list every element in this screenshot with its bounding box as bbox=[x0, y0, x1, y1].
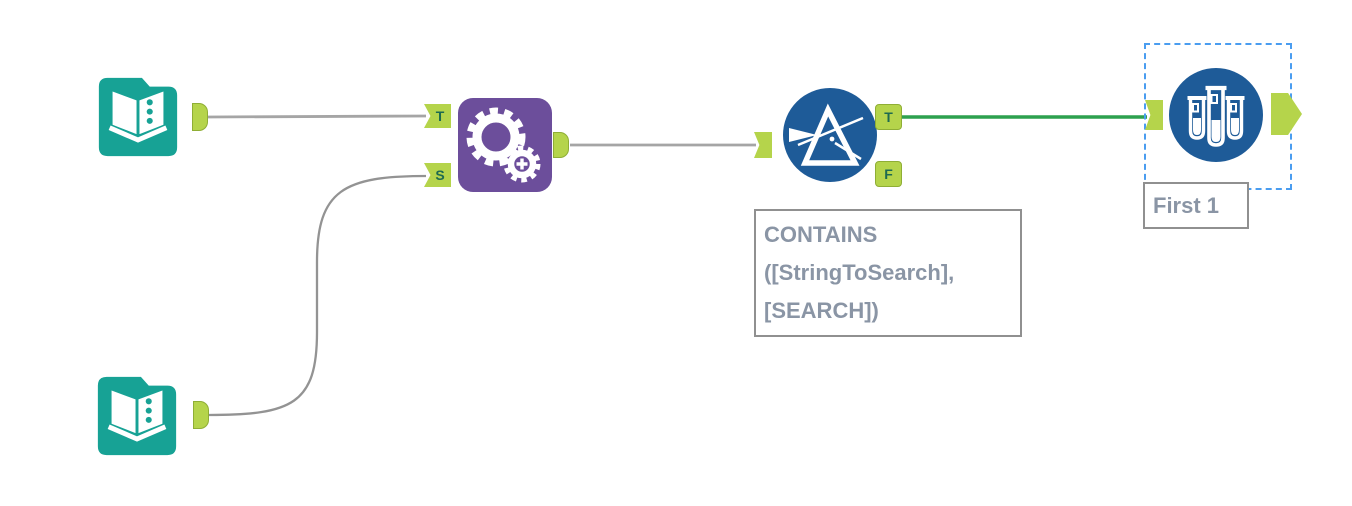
filter-annotation-line-1: CONTAINS bbox=[764, 222, 878, 247]
filter-input-anchor[interactable] bbox=[754, 132, 772, 158]
filter-true-output-anchor[interactable]: T bbox=[875, 104, 902, 130]
filter-funnel-icon bbox=[783, 88, 877, 182]
filter-false-output-anchor[interactable]: F bbox=[875, 161, 902, 187]
input-data-icon bbox=[97, 376, 177, 456]
filter-annotation-box[interactable]: CONTAINS ([StringToSearch], [SEARCH]) bbox=[754, 209, 1022, 337]
append-source-anchor-label: S bbox=[435, 167, 445, 183]
sample-annotation-label: First 1 bbox=[1153, 192, 1220, 218]
connection-input1-to-append-T[interactable] bbox=[207, 114, 427, 119]
tool-input-data-1[interactable] bbox=[93, 70, 183, 162]
sample-annotation-box[interactable]: First 1 bbox=[1143, 182, 1249, 229]
input1-output-anchor[interactable] bbox=[192, 103, 208, 131]
tool-sample[interactable] bbox=[1169, 68, 1263, 162]
connection-input2-to-append-S[interactable] bbox=[208, 174, 427, 417]
input2-output-anchor[interactable] bbox=[193, 401, 209, 429]
filter-annotation-line-2: ([StringToSearch], bbox=[764, 260, 955, 285]
tool-filter[interactable] bbox=[783, 88, 877, 182]
append-output-anchor[interactable] bbox=[553, 132, 569, 158]
sample-test-tubes-icon bbox=[1169, 68, 1263, 162]
append-target-anchor-label: T bbox=[435, 108, 445, 124]
sample-input-anchor[interactable] bbox=[1145, 100, 1163, 130]
input-data-icon bbox=[98, 77, 178, 157]
append-fields-gears-icon bbox=[458, 98, 552, 192]
filter-annotation-line-3: [SEARCH]) bbox=[764, 298, 879, 323]
tool-input-data-2[interactable] bbox=[92, 368, 182, 462]
tool-append-fields[interactable] bbox=[458, 98, 552, 192]
filter-true-anchor-label: T bbox=[884, 109, 893, 125]
filter-false-anchor-label: F bbox=[884, 166, 893, 182]
